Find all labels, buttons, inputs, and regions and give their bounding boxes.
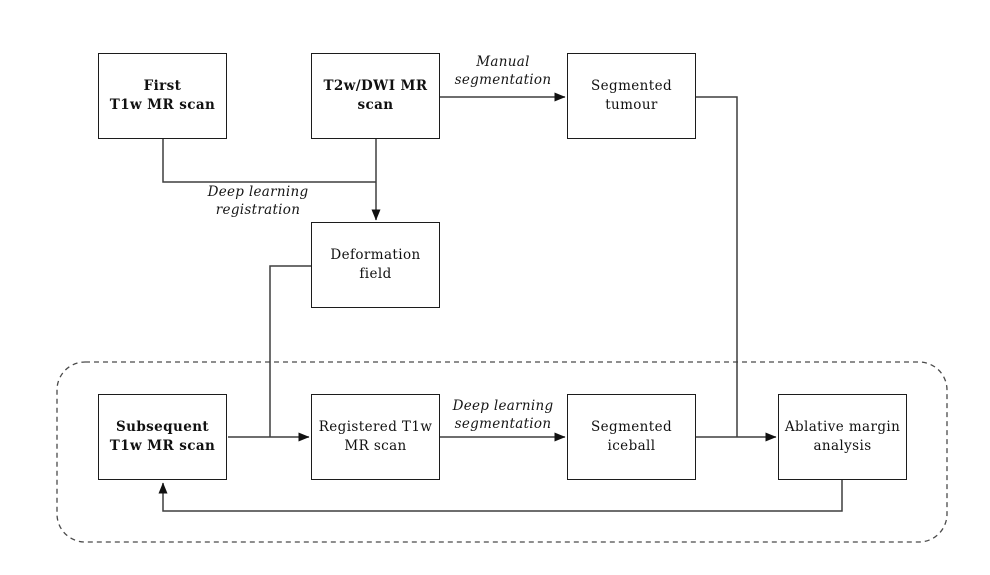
edge-label-deep-learning-registration: Deep learning registration — [183, 184, 333, 219]
edge-label-line: Deep learning — [207, 184, 309, 200]
node-label-line: scan — [357, 97, 394, 113]
node-label-line: analysis — [813, 438, 872, 454]
node-label-line: Segmented — [590, 78, 673, 94]
node-subsequent-t1w-mr-scan: Subsequent T1w MR scan — [98, 394, 227, 480]
node-ablative-margin-analysis: Ablative margin analysis — [778, 394, 907, 480]
node-label-line: Registered T1w — [318, 419, 433, 435]
edge-tumour-to-junction — [696, 96, 738, 437]
edge-label-line: segmentation — [454, 415, 552, 432]
node-label-line: T1w MR scan — [109, 438, 216, 454]
node-label-line: Ablative margin — [784, 419, 901, 435]
node-registered-t1w-mr-scan: Registered T1w MR scan — [311, 394, 440, 480]
edge-label-line: Manual — [476, 54, 530, 70]
node-label-line: First — [143, 78, 182, 94]
node-label-line: MR scan — [344, 438, 407, 454]
node-label-line: Deformation — [330, 247, 421, 263]
edge-label-deep-learning-segmentation: Deep learning segmentation — [428, 398, 578, 433]
node-label-line: T2w/DWI MR — [323, 78, 428, 94]
node-label-line: Segmented — [590, 419, 673, 435]
edge-ablative-to-subsequent — [158, 480, 843, 512]
node-first-t1w-mr-scan: First T1w MR scan — [98, 53, 227, 139]
node-t2w-dwi-mr-scan: T2w/DWI MR scan — [311, 53, 440, 139]
edge-label-line: segmentation — [454, 71, 552, 88]
dashed-group-container — [56, 361, 948, 543]
node-deformation-field: Deformation field — [311, 222, 440, 308]
edge-first-to-junction — [162, 139, 376, 183]
node-label-line: Subsequent — [115, 419, 210, 435]
node-label-line: iceball — [607, 438, 656, 454]
node-segmented-iceball: Segmented iceball — [567, 394, 696, 480]
node-segmented-tumour: Segmented tumour — [567, 53, 696, 139]
node-label-line: T1w MR scan — [109, 97, 216, 113]
edge-deformation-to-junction — [269, 265, 311, 437]
edge-label-line: Deep learning — [452, 398, 554, 414]
node-label-line: field — [359, 266, 392, 282]
node-label-line: tumour — [605, 97, 658, 113]
edge-label-line: registration — [215, 201, 301, 218]
edge-label-manual-segmentation: Manual segmentation — [428, 54, 578, 89]
